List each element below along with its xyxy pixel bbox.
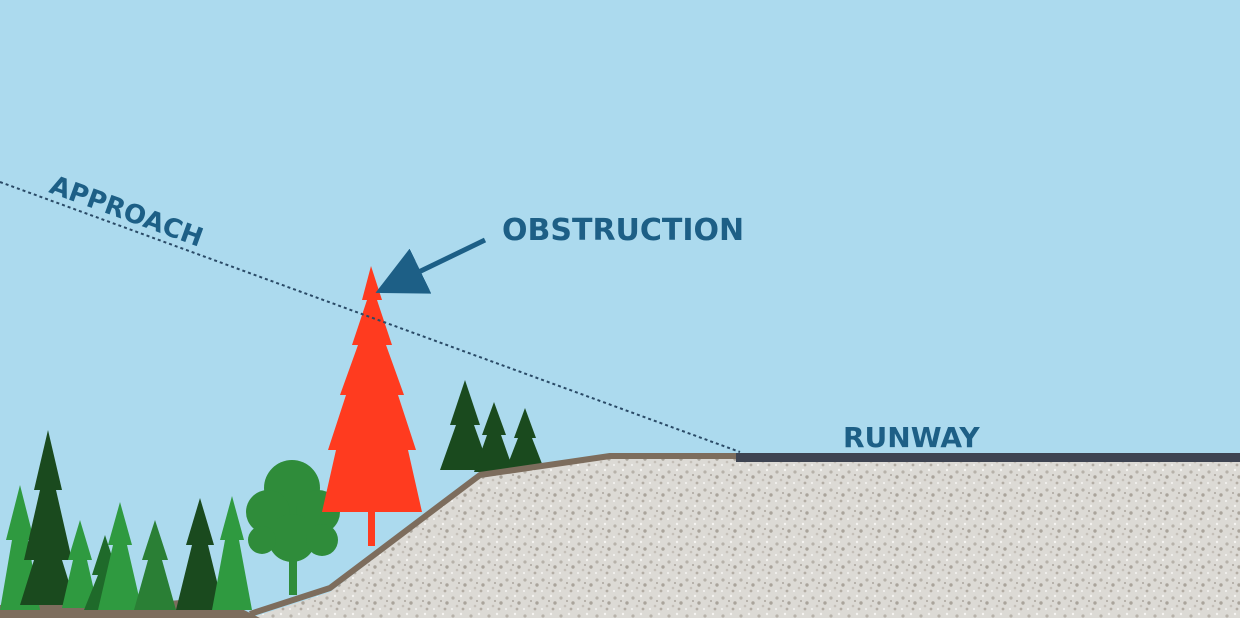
runway-surface (736, 453, 1240, 462)
arrow-down-left-icon (375, 237, 487, 294)
ground-embankment (250, 457, 1240, 618)
left-conifer-group (0, 430, 252, 610)
runway-label: RUNWAY (843, 421, 980, 454)
conifer-tree (20, 430, 76, 605)
approach-path-line (0, 181, 741, 453)
conifer-tree (212, 496, 252, 610)
conifer-tree (176, 498, 224, 610)
obstruction-tree (322, 266, 422, 546)
ground-edge-line (249, 453, 740, 617)
background-conifer-cluster (440, 380, 546, 474)
conifer-tree (62, 520, 98, 608)
obstruction-label: OBSTRUCTION (502, 213, 744, 248)
conifer-tree (98, 502, 142, 610)
conifer-tree (134, 520, 176, 610)
